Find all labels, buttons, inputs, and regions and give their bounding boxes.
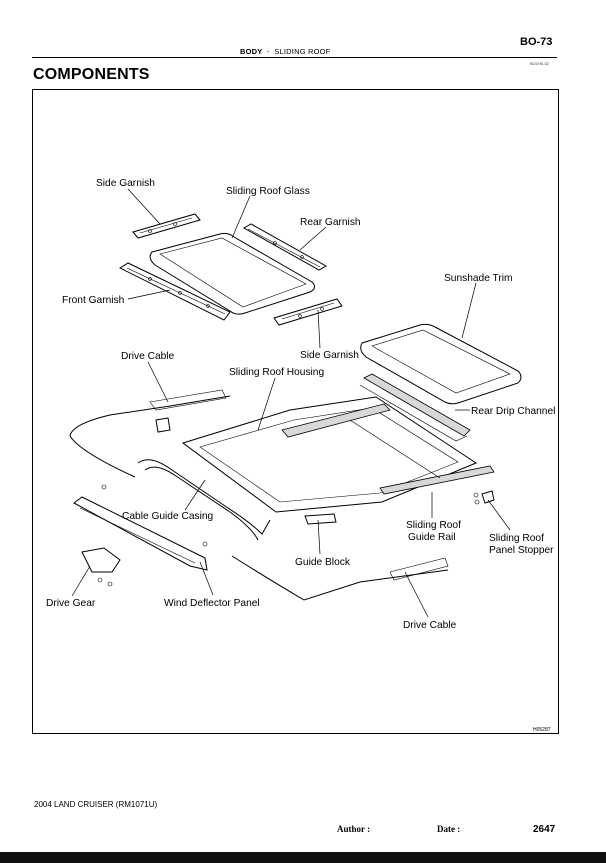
section-name: BODY: [240, 47, 263, 56]
footer-model: 2004 LAND CRUISER (RM1071U): [34, 800, 158, 809]
page-number: BO-73: [520, 36, 553, 48]
sunshade-trim-part: [360, 323, 522, 405]
wind-deflector-panel-part: [73, 484, 208, 571]
label-sunshade-trim: Sunshade Trim: [444, 273, 513, 284]
label-rear-garnish: Rear Garnish: [300, 217, 361, 228]
label-side-garnish-bottom: Side Garnish: [300, 350, 359, 361]
label-guide-block: Guide Block: [295, 557, 351, 568]
label-drive-cable-bottom: Drive Cable: [403, 620, 457, 631]
panel-stopper-part: [473, 490, 495, 505]
sliding-roof-housing-part: [181, 396, 495, 513]
label-side-garnish-top: Side Garnish: [96, 178, 155, 189]
cable-guide-casing-part: [137, 459, 271, 541]
label-sliding-roof-housing: Sliding Roof Housing: [229, 367, 324, 378]
side-garnish-bottom-part: [273, 298, 343, 326]
leader-lines: [71, 188, 511, 618]
section-header: BODY - SLIDING ROOF: [240, 47, 330, 56]
drive-cable-bottom-part: [231, 555, 449, 601]
footer-author: Author :: [337, 824, 371, 834]
label-cable-guide-casing: Cable Guide Casing: [122, 511, 214, 522]
label-guide-rail-line2: Guide Rail: [408, 532, 456, 543]
rear-garnish-part: [242, 223, 328, 271]
label-panel-stopper-line1: Sliding Roof: [489, 533, 544, 544]
footer-date: Date :: [437, 824, 461, 834]
doc-code: BO1H0-02: [530, 61, 549, 66]
footer-page-number: 2647: [533, 824, 556, 835]
side-garnish-top-part: [132, 213, 201, 239]
label-rear-drip-channel: Rear Drip Channel: [471, 406, 555, 417]
label-guide-rail-line1: Sliding Roof: [406, 520, 461, 531]
section-separator: -: [267, 47, 270, 56]
label-wind-deflector-panel: Wind Deflector Panel: [164, 598, 260, 609]
label-front-garnish: Front Garnish: [62, 295, 124, 306]
page-title: COMPONENTS: [33, 66, 150, 83]
rear-drip-channel-part: [359, 373, 471, 442]
sliding-roof-glass-part: [149, 232, 316, 315]
label-drive-cable-top: Drive Cable: [121, 351, 175, 362]
bottom-bar: [0, 852, 606, 863]
drive-gear-part: [81, 547, 121, 587]
label-drive-gear: Drive Gear: [46, 598, 96, 609]
drive-cable-top-part: [69, 389, 231, 478]
label-panel-stopper-line2: Panel Stopper: [489, 545, 554, 556]
figure-code: H05287: [533, 727, 551, 733]
figure-frame: [32, 89, 559, 734]
header-rule: [32, 57, 557, 58]
label-sliding-roof-glass: Sliding Roof Glass: [226, 186, 310, 197]
guide-block-part: [304, 513, 337, 525]
subsection-name: SLIDING ROOF: [274, 47, 331, 56]
front-garnish-part: [118, 262, 231, 321]
